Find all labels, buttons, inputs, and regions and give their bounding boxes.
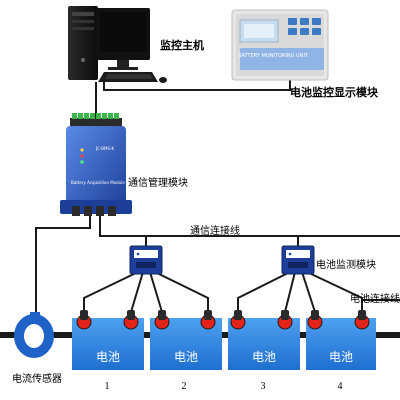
svg-text:JC-BMS-K: JC-BMS-K (95, 146, 114, 151)
wiring-top (95, 80, 291, 118)
battery-line-label: 电池连接线 (350, 294, 400, 305)
current-sensor (14, 312, 54, 358)
host-label: 监控主机 (160, 39, 204, 52)
battery-4-label: 电池 (328, 350, 353, 364)
comm-module-text: Battery Acquisition Module (71, 180, 125, 185)
battery-monitor-module-1 (129, 245, 163, 275)
battery-1-label: 电池 (95, 350, 120, 364)
monitor-module-label: 电池监测模块 (316, 260, 376, 271)
display-panel-text: BATTERY MONITORING UNIT (238, 53, 308, 59)
battery-3 (228, 310, 300, 370)
battery-display-module (231, 9, 329, 81)
battery-3-number: 3 (260, 381, 266, 392)
battery-1 (72, 310, 144, 370)
battery-2-number: 2 (181, 381, 187, 392)
current-sensor-label: 电流传感器 (12, 374, 62, 385)
battery-2 (150, 310, 222, 370)
comm-line-label: 通信连接线 (190, 226, 240, 237)
battery-1-number: 1 (104, 381, 110, 392)
battery-2-label: 电池 (173, 350, 198, 364)
battery-3-label: 电池 (251, 350, 276, 364)
display-module-label: 电池监控显示模块 (290, 86, 378, 99)
communication-module: JC-BMS-K (60, 113, 132, 216)
monitor-host-computer (68, 6, 167, 83)
comm-module-label: 通信管理模块 (128, 178, 188, 189)
wiring-bottom (35, 216, 400, 313)
battery-4 (306, 310, 376, 370)
battery-monitor-module-2 (281, 245, 315, 275)
battery-4-number: 4 (337, 381, 343, 392)
